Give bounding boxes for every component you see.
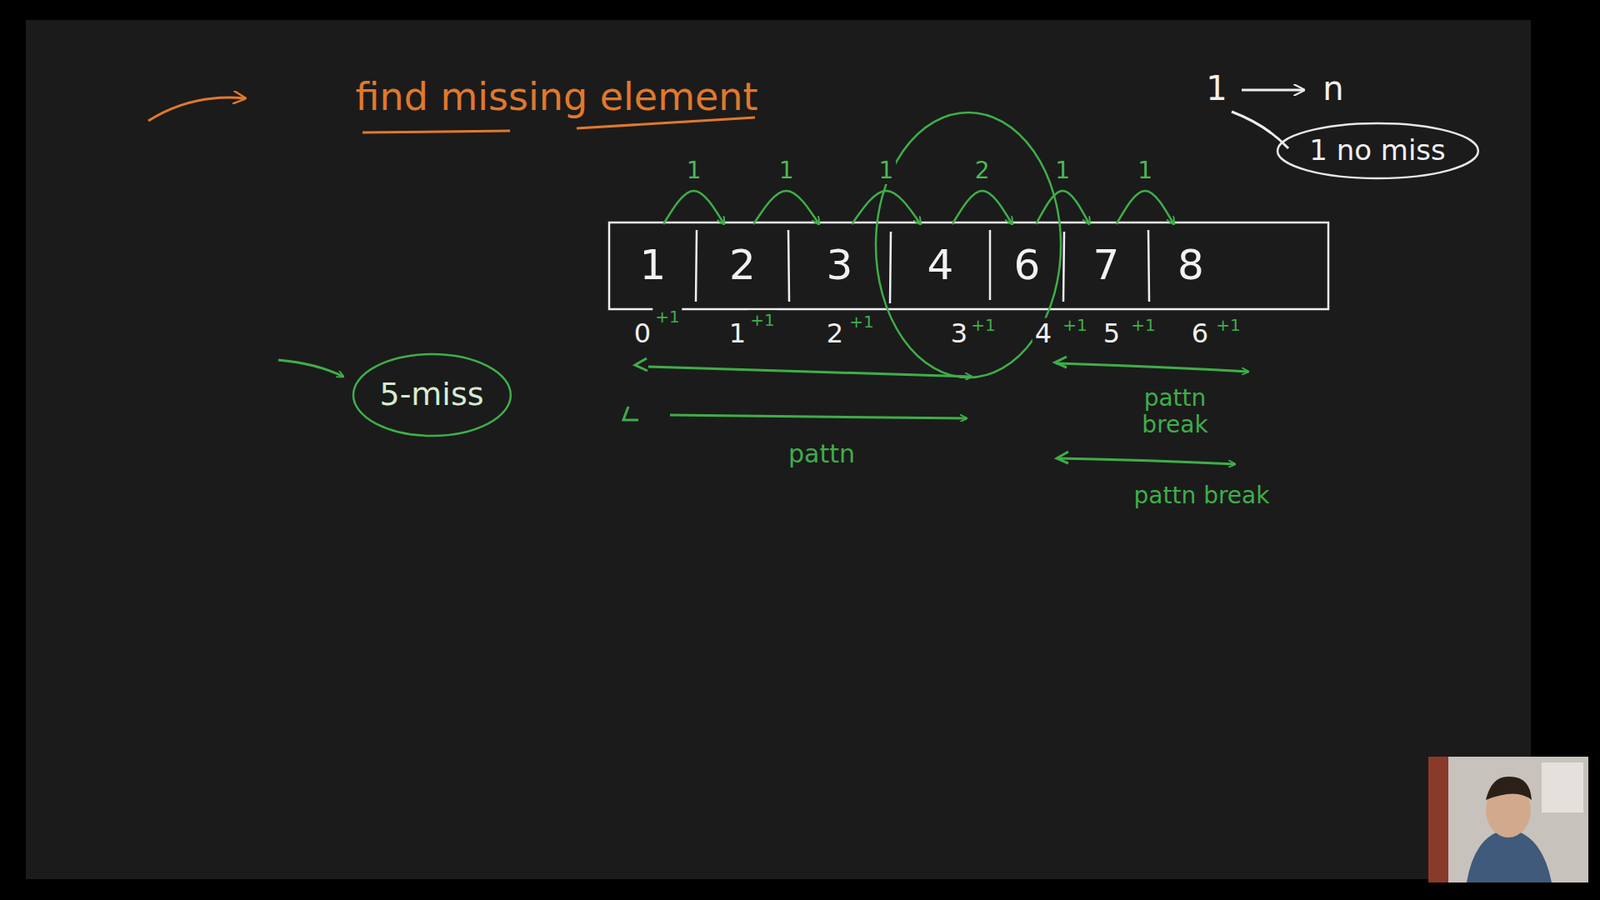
range-end: n — [1320, 69, 1346, 108]
cell-value: 3 — [826, 241, 854, 290]
step-arrow — [753, 190, 820, 225]
array-cell: 4 — [890, 224, 990, 308]
step-arrow — [1035, 190, 1090, 225]
increment-note: +1 — [747, 310, 777, 330]
step-arrow — [952, 190, 1013, 225]
step-arrow — [851, 190, 920, 225]
step-size: 1 — [684, 157, 705, 185]
title: find missing element — [355, 75, 759, 120]
note-ellipse: 5-miss — [351, 352, 513, 438]
increment-note: +1 — [1060, 315, 1090, 335]
step-size: 2 — [972, 157, 993, 185]
note-text: 1 no miss — [1309, 134, 1446, 167]
increment-note: +1 — [1213, 315, 1243, 335]
highlight-ellipse — [875, 112, 1061, 378]
increment-note: +1 — [846, 312, 876, 332]
array-cell: 8 — [1148, 224, 1234, 308]
increment-note: +1 — [968, 315, 998, 335]
array-cell: 1 — [609, 224, 697, 308]
webcam-frame — [1428, 756, 1589, 883]
index-number: 6 — [1189, 318, 1211, 350]
cell-value: 8 — [1177, 241, 1205, 290]
index-number: 2 — [824, 318, 846, 350]
step-size: 1 — [776, 157, 797, 185]
underline — [576, 117, 755, 129]
board-panel — [25, 20, 1531, 880]
increment-note: +1 — [652, 307, 682, 327]
cell-value: 6 — [1014, 241, 1041, 290]
step-arrow — [1116, 190, 1175, 225]
cell-dividers — [695, 230, 1150, 304]
cell-value: 1 — [640, 241, 667, 290]
step-size: 1 — [876, 157, 897, 185]
range-arrow — [1056, 363, 1249, 372]
note-ellipse: 1 no miss — [1275, 121, 1480, 180]
pointer-arrow — [278, 360, 344, 377]
range-start: 1 — [1203, 69, 1230, 108]
index-number: 0 — [631, 318, 654, 350]
index-number: 5 — [1100, 318, 1123, 350]
note-text: 5-miss — [379, 376, 484, 414]
increment-note: +1 — [1128, 315, 1158, 335]
range-arrow — [670, 415, 967, 419]
step-arrow — [663, 190, 725, 225]
range-arrow — [1058, 458, 1235, 465]
range-label: pattn — [785, 440, 858, 470]
underline — [362, 130, 510, 133]
step-size: 1 — [1052, 157, 1073, 185]
index-number: 4 — [1032, 318, 1055, 350]
array-cell: 6 — [990, 224, 1065, 308]
index-number: 3 — [948, 318, 970, 350]
range-tick — [635, 358, 648, 371]
range-tick — [623, 406, 639, 420]
range-arrow — [648, 366, 972, 377]
range-tick — [1055, 356, 1067, 368]
array-cell: 3 — [788, 224, 891, 308]
range-arrow — [1241, 89, 1305, 92]
cell-value: 4 — [927, 241, 955, 290]
array-outline — [609, 222, 1329, 310]
range-label: pattn break — [1131, 482, 1273, 510]
range-label: pattn break — [1118, 385, 1232, 439]
step-size: 1 — [1135, 157, 1155, 185]
array-cell: 2 — [696, 224, 789, 308]
pointer-arrow — [148, 97, 245, 121]
index-number: 1 — [726, 318, 749, 350]
cell-value: 7 — [1093, 241, 1120, 290]
cell-value: 2 — [729, 241, 756, 290]
array-cell: 7 — [1064, 224, 1149, 308]
